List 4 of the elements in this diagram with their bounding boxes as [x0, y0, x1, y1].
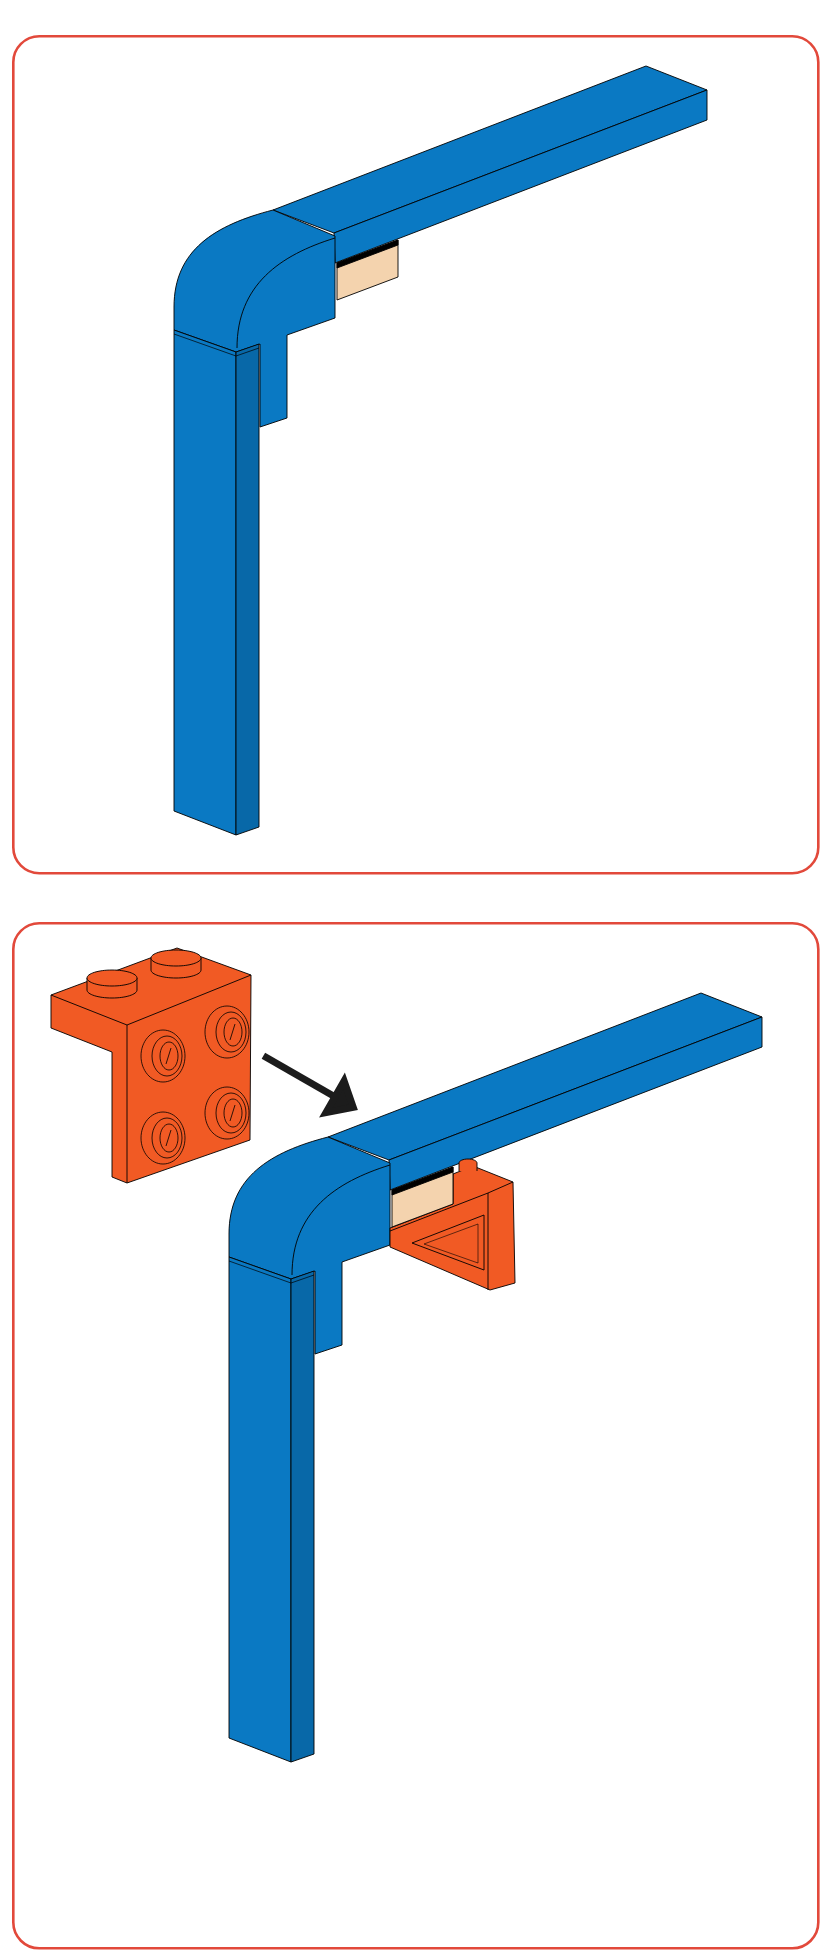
assembly-drawing: [228, 992, 763, 1763]
step-panel: [12, 922, 820, 1950]
step-panel: [12, 35, 820, 875]
bracket-drawing: [50, 947, 252, 1184]
